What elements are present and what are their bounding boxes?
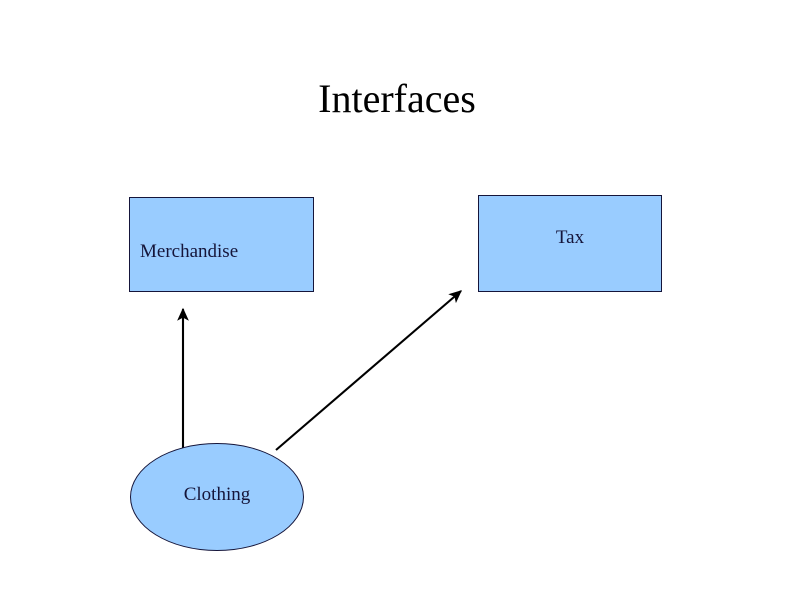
shape-tax-label: Tax — [555, 226, 585, 248]
shape-merchandise-label: Merchandise — [140, 240, 239, 262]
shape-clothing-label: Clothing — [183, 484, 251, 505]
shape-clothing[interactable]: Clothing — [130, 443, 304, 551]
page-title: Interfaces — [318, 76, 476, 121]
shape-merchandise[interactable]: Merchandise — [129, 197, 314, 292]
shape-tax[interactable]: Tax — [478, 195, 662, 292]
connector-clothing-to-tax[interactable] — [275, 290, 462, 451]
